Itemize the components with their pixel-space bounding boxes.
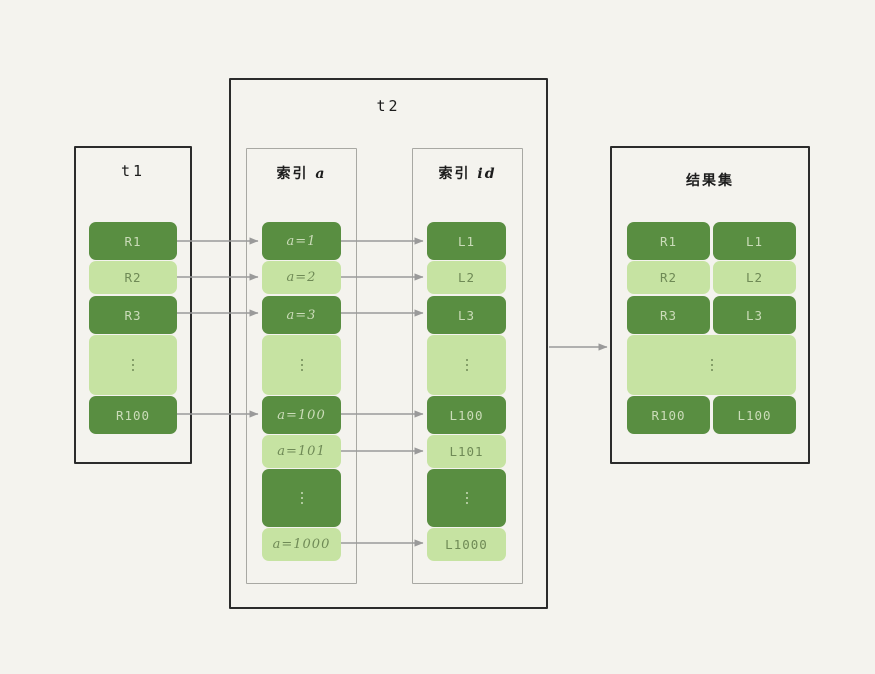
index-a-row-100: a=100	[262, 396, 341, 434]
index-a-row-101: a=101	[262, 435, 341, 468]
panel-result-set-title: 结果集	[686, 173, 734, 189]
index-id-row-l2: L2	[427, 261, 506, 294]
t1-row-r3: R3	[89, 296, 177, 334]
t1-row-r2: R2	[89, 261, 177, 294]
column-index-a-title-latin: a	[315, 166, 327, 182]
index-a-row-2: a=2	[262, 261, 341, 294]
t1-row-r100: R100	[89, 396, 177, 434]
result-row-ellipsis	[627, 335, 796, 395]
index-a-row-3: a=3	[262, 296, 341, 334]
panel-t2-title: t2	[376, 97, 401, 115]
index-a-row-1000: a=1000	[262, 528, 341, 561]
result-row-3-right: L3	[713, 296, 796, 334]
index-a-row-1: a=1	[262, 222, 341, 260]
index-a-row-ellipsis-1	[262, 335, 341, 395]
result-row-2-right: L2	[713, 261, 796, 294]
panel-t1-title: t1	[120, 162, 146, 180]
column-index-id-title-cjk: 索引	[438, 166, 471, 182]
index-id-row-ellipsis-2	[427, 469, 506, 527]
t1-row-ellipsis	[89, 335, 177, 395]
index-id-row-l1000: L1000	[427, 528, 506, 561]
column-index-a-title-cjk: 索引	[276, 166, 309, 182]
index-id-row-l1: L1	[427, 222, 506, 260]
index-id-row-ellipsis-1	[427, 335, 506, 395]
result-row-5-right: L100	[713, 396, 796, 434]
result-row-2-left: R2	[627, 261, 710, 294]
result-row-5-left: R100	[627, 396, 710, 434]
column-index-a-title: 索引 a	[247, 163, 356, 183]
t1-row-r1: R1	[89, 222, 177, 260]
result-row-1-right: L1	[713, 222, 796, 260]
index-id-row-l3: L3	[427, 296, 506, 334]
result-row-3-left: R3	[627, 296, 710, 334]
index-id-row-l100: L100	[427, 396, 506, 434]
result-row-1-left: R1	[627, 222, 710, 260]
index-id-row-l101: L101	[427, 435, 506, 468]
column-index-id-title-latin: id	[477, 166, 497, 182]
column-index-id-title: 索引 id	[413, 163, 522, 183]
index-a-row-ellipsis-2	[262, 469, 341, 527]
